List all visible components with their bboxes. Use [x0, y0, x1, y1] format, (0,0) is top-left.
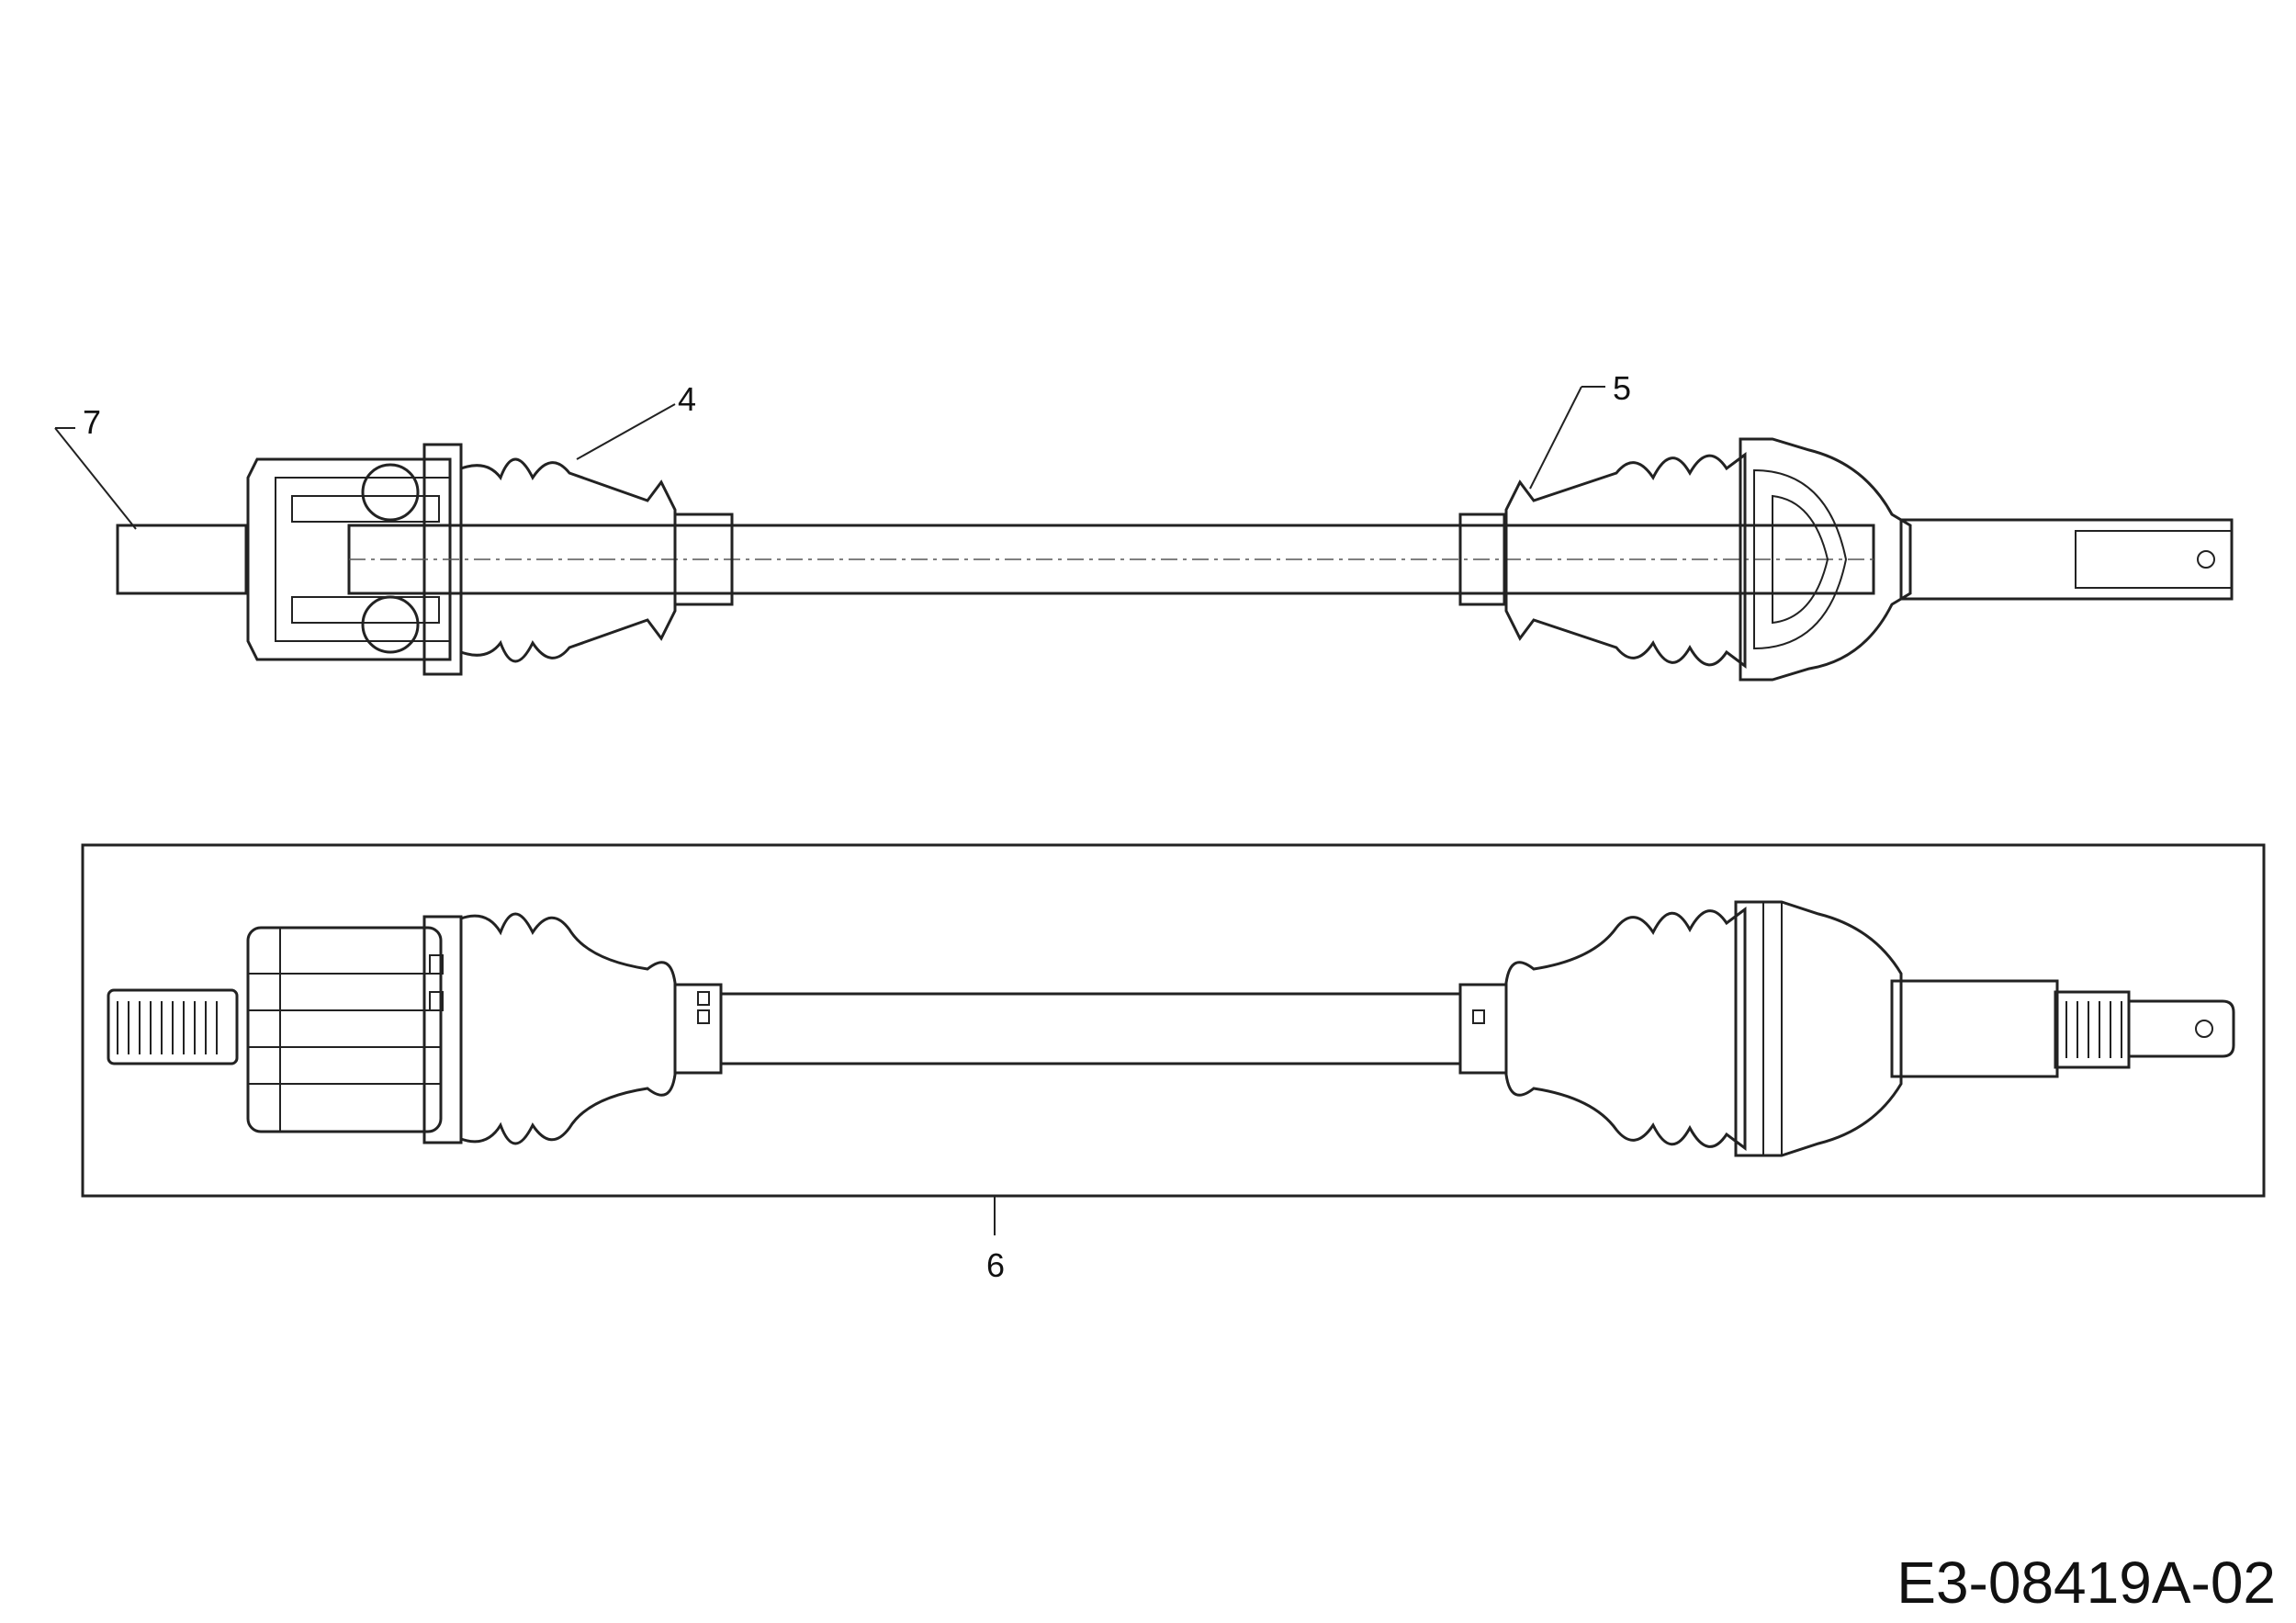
left-splined-end	[107, 988, 239, 1065]
callout-6: 6	[986, 1196, 1005, 1284]
outer-boot	[1504, 907, 1747, 1151]
outer-cv-joint	[1734, 900, 1903, 1157]
main-shaft	[719, 992, 1462, 1065]
callout-label-6: 6	[986, 1246, 1005, 1284]
outer-cv-joint-section	[1739, 437, 1912, 682]
left-stub-shaft	[116, 524, 248, 595]
assembly-frame	[81, 843, 2266, 1198]
shaft-tip	[2127, 999, 2235, 1058]
inner-boot	[459, 912, 677, 1145]
callout-label-4: 4	[678, 380, 696, 418]
inner-cv-joint-housing	[246, 457, 452, 661]
callout-4: 4	[576, 380, 696, 460]
inner-cv-joint	[246, 926, 443, 1133]
bearing-ball-top	[361, 463, 420, 522]
drive-shaft-assembly-view	[107, 900, 2235, 1157]
callout-5: 5	[1529, 369, 1631, 490]
callout-label-5: 5	[1613, 369, 1631, 407]
bearing-ball-bottom	[361, 595, 420, 654]
drive-shaft-section-view	[116, 437, 2234, 682]
right-stub	[1890, 979, 2059, 1078]
inner-boot-section	[459, 457, 677, 663]
callout-label-7: 7	[83, 403, 101, 441]
drawing-code: E3-08419A-02	[1896, 1550, 2276, 1616]
callout-7: 7	[54, 403, 137, 530]
outer-boot-section	[1504, 452, 1747, 669]
